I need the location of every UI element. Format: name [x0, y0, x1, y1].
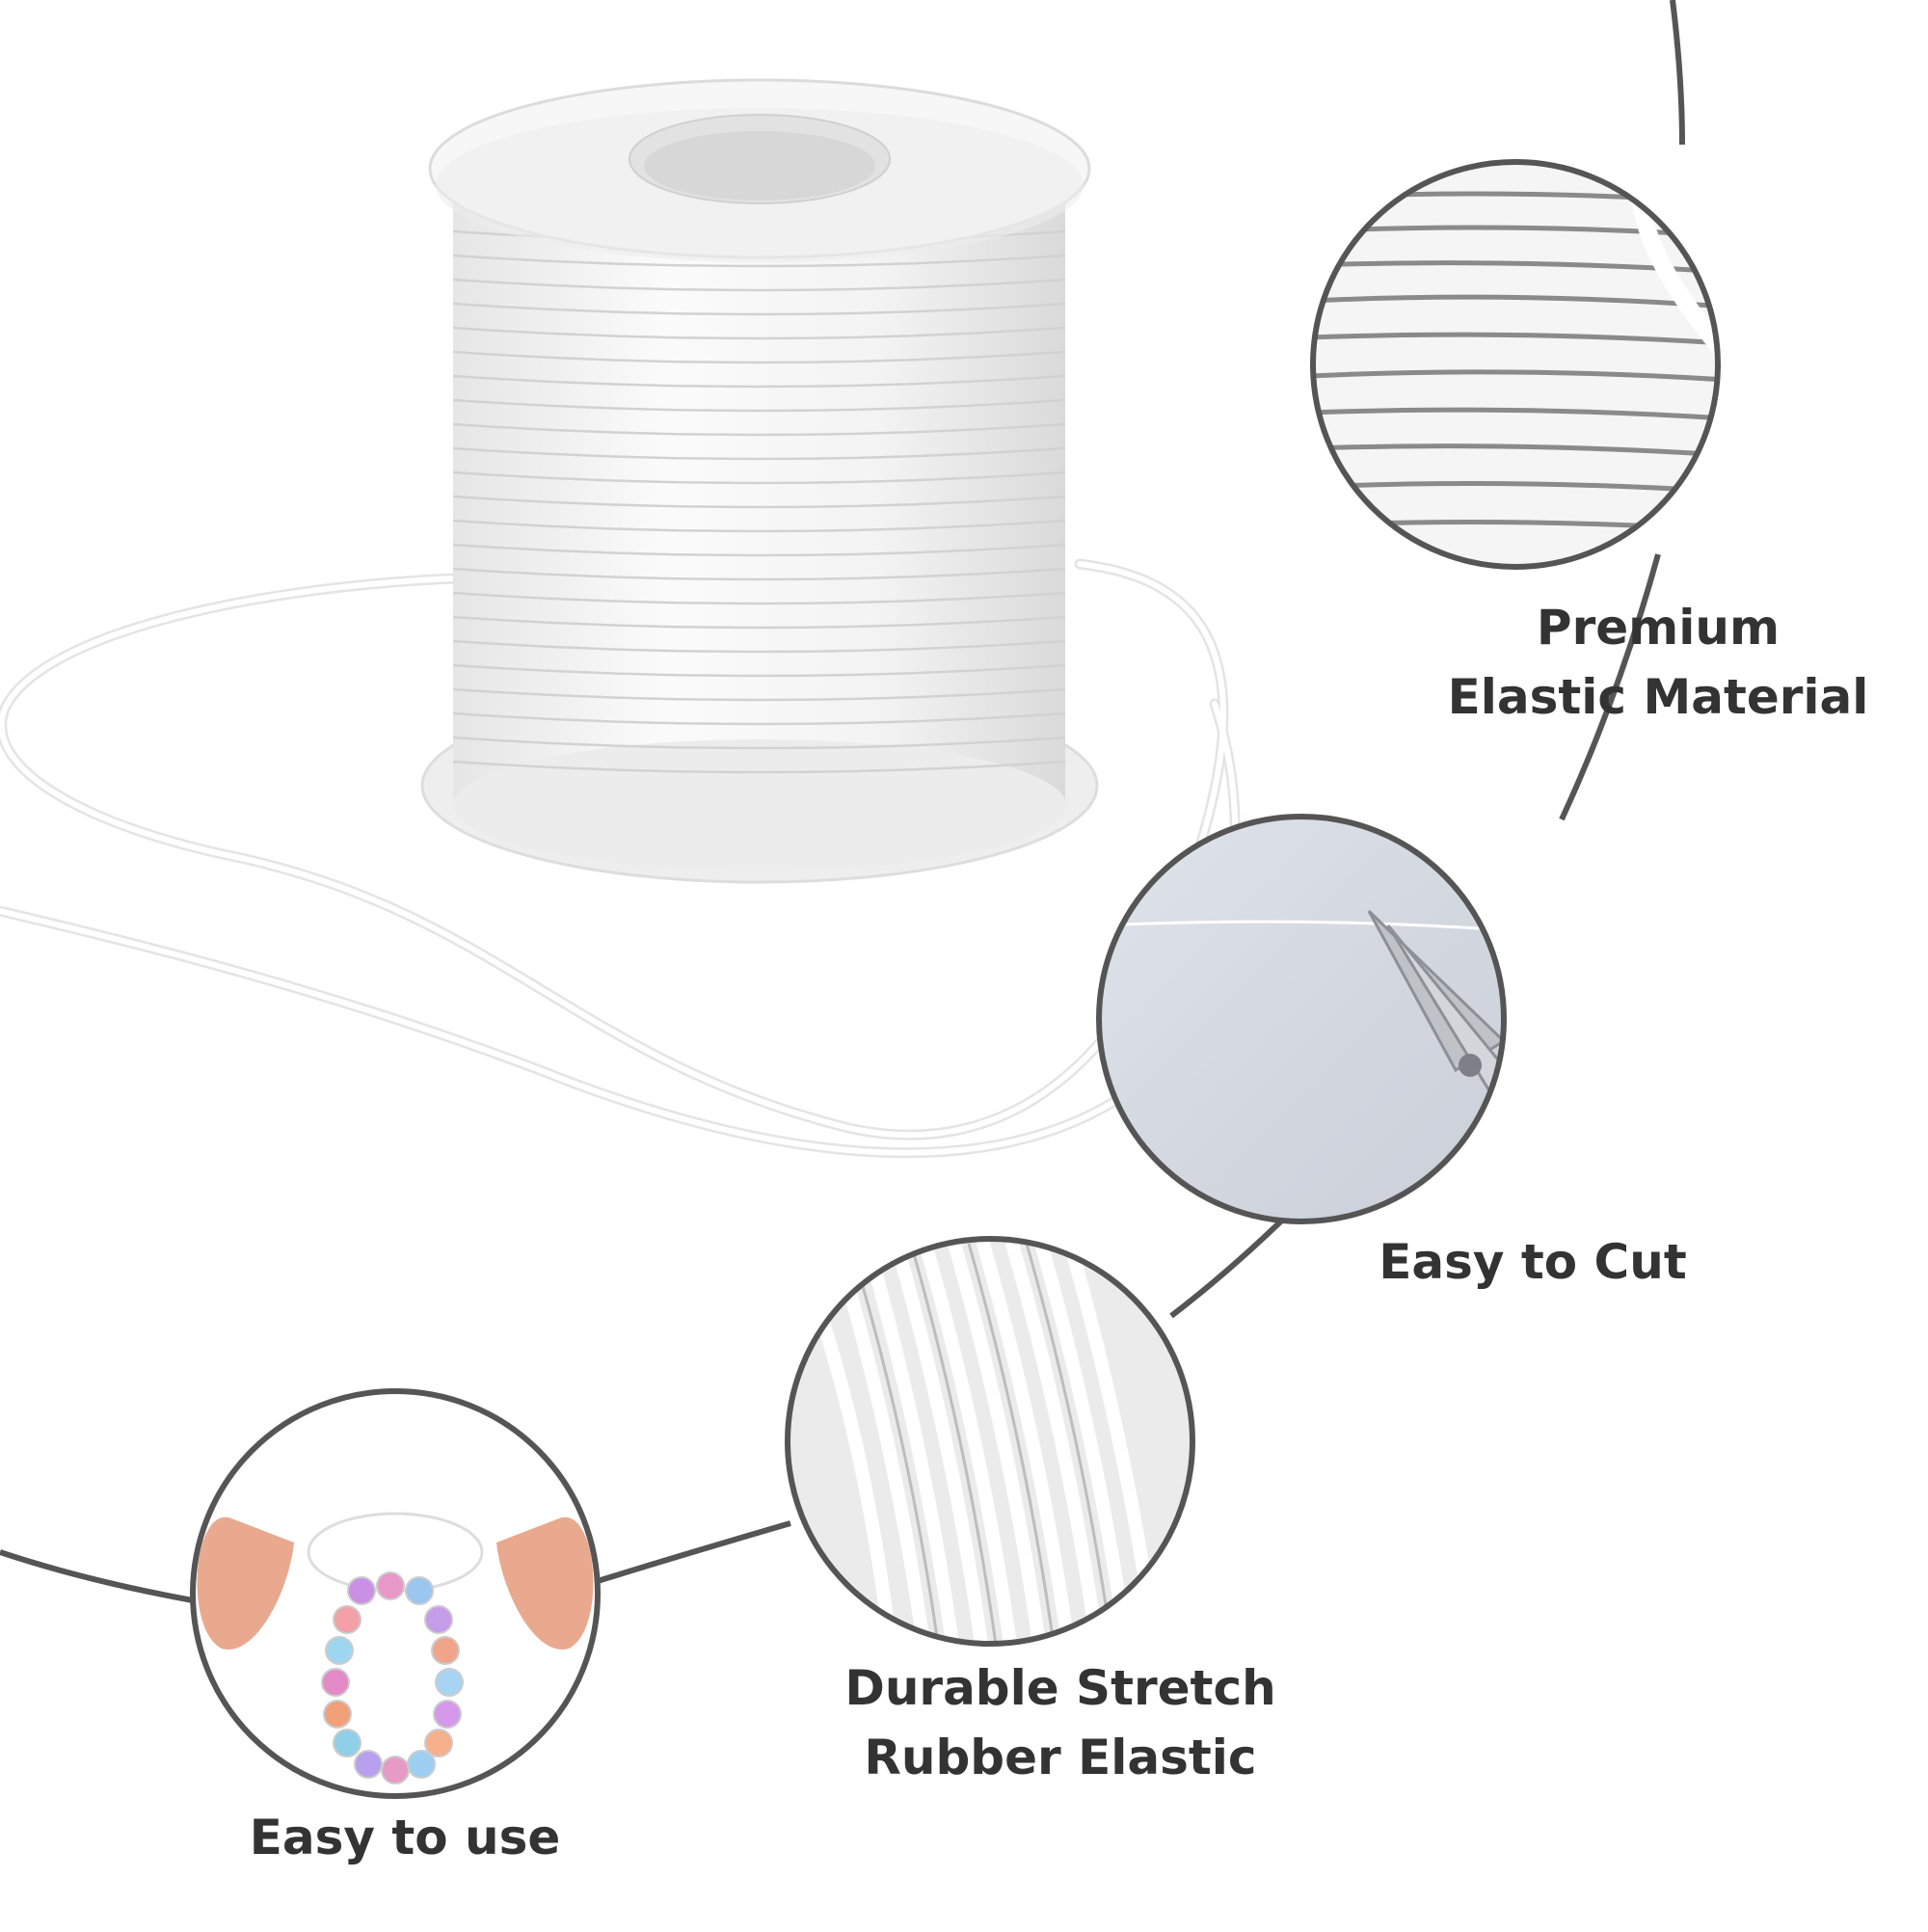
- premium-material-label: Premium Elastic Material: [1436, 593, 1880, 732]
- easy-use-image: [190, 1388, 601, 1799]
- connector-line: [0, 0, 1685, 1603]
- easy-cut-line1: Easy to Cut: [1379, 1234, 1687, 1290]
- spool-image: [420, 78, 1099, 884]
- easy-cut-label: Easy to Cut: [1350, 1227, 1716, 1297]
- easy-use-line1: Easy to use: [249, 1810, 561, 1865]
- premium-material-line1: Premium: [1536, 600, 1781, 656]
- durable-stretch-image: [785, 1236, 1195, 1647]
- durable-stretch-line1: Durable Stretch: [844, 1660, 1276, 1716]
- durable-stretch-label: Durable Stretch Rubber Elastic: [810, 1653, 1311, 1792]
- easy-cut-image: [1096, 814, 1507, 1224]
- easy-use-label: Easy to use: [212, 1803, 598, 1872]
- premium-material-image: [1310, 159, 1721, 570]
- durable-stretch-line2: Rubber Elastic: [864, 1730, 1257, 1785]
- premium-material-line2: Elastic Material: [1447, 669, 1869, 725]
